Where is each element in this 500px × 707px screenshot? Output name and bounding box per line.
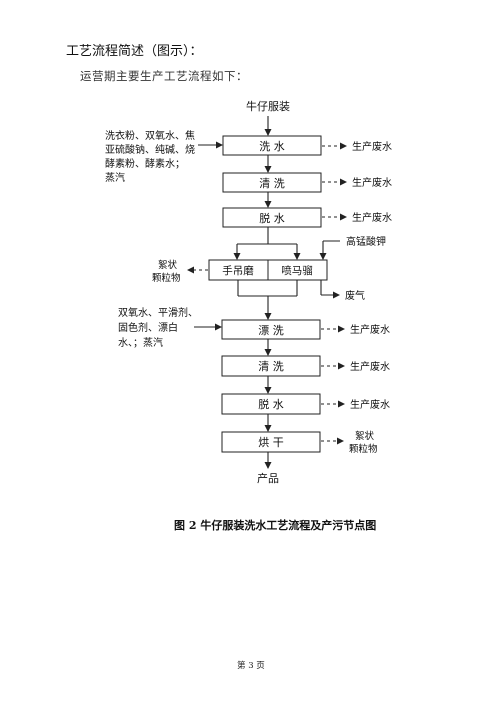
step-box-bleach <box>221 319 321 340</box>
input-label: 牛仔服装 <box>246 99 290 113</box>
output-lint-line-2-b: 颗粒物 <box>349 443 378 455</box>
step-label-hand-grind: 手吊磨 <box>222 264 254 277</box>
output-wastewater-4: 生产废水 <box>350 323 390 336</box>
output-wastewater-3: 生产废水 <box>352 211 392 224</box>
output-lint-line-1: 絮状 <box>158 259 178 271</box>
step-label-bleach: 漂 洗 <box>258 324 284 337</box>
page-number: 第 3 页 <box>237 661 265 671</box>
step-label-rinse: 清 洗 <box>259 177 285 190</box>
output-wastewater-5: 生产废水 <box>350 360 390 373</box>
step-label-dry: 烘 干 <box>258 435 284 449</box>
step-box-dewater-2 <box>221 393 321 415</box>
section-heading: 工艺流程简述（图示）： <box>66 44 203 59</box>
intro-text: 运营期主要生产工艺流程如下： <box>80 69 248 83</box>
input-bleach-line-1: 双氧水、平滑剂、 <box>118 306 198 319</box>
step-box-rinse <box>222 172 322 193</box>
figure-caption: 图 2 牛仔服装洗水工艺流程及产污节点图 <box>174 519 377 532</box>
step-label-spray: 喷马骝 <box>281 264 313 277</box>
input-chemicals-line-4: 蒸汽 <box>105 171 125 184</box>
output-product: 产品 <box>257 471 279 485</box>
step-label-dewater-2: 脱 水 <box>258 397 284 411</box>
step-box-dry <box>221 431 321 453</box>
input-potassium: 高锰酸钾 <box>346 235 386 248</box>
output-waste-gas: 废气 <box>345 289 365 302</box>
step-label-wash: 洗 水 <box>259 140 285 153</box>
input-chemicals-line-2: 亚硫酸钠、纯碱、烧 <box>105 143 195 156</box>
output-lint-line-2: 颗粒物 <box>152 272 181 284</box>
step-label-rinse-2: 清 洗 <box>258 360 284 373</box>
input-chemicals-line-3: 酵素粉、酵素水； <box>105 157 185 170</box>
input-bleach-line-3: 水、；蒸汽 <box>118 336 163 349</box>
step-box-dewater <box>222 207 322 228</box>
step-box-rinse-2 <box>221 355 321 377</box>
output-lint-line-1-b: 絮状 <box>355 430 375 442</box>
input-chemicals-line-1: 洗衣粉、双氧水、焦 <box>105 129 195 142</box>
input-bleach-line-2: 固色剂、漂白 <box>118 321 178 334</box>
step-box-wash <box>222 135 322 156</box>
output-wastewater-1: 生产废水 <box>352 140 392 153</box>
step-label-dewater: 脱 水 <box>259 211 285 225</box>
output-wastewater-2: 生产废水 <box>352 176 392 189</box>
output-wastewater-6: 生产废水 <box>350 398 390 411</box>
